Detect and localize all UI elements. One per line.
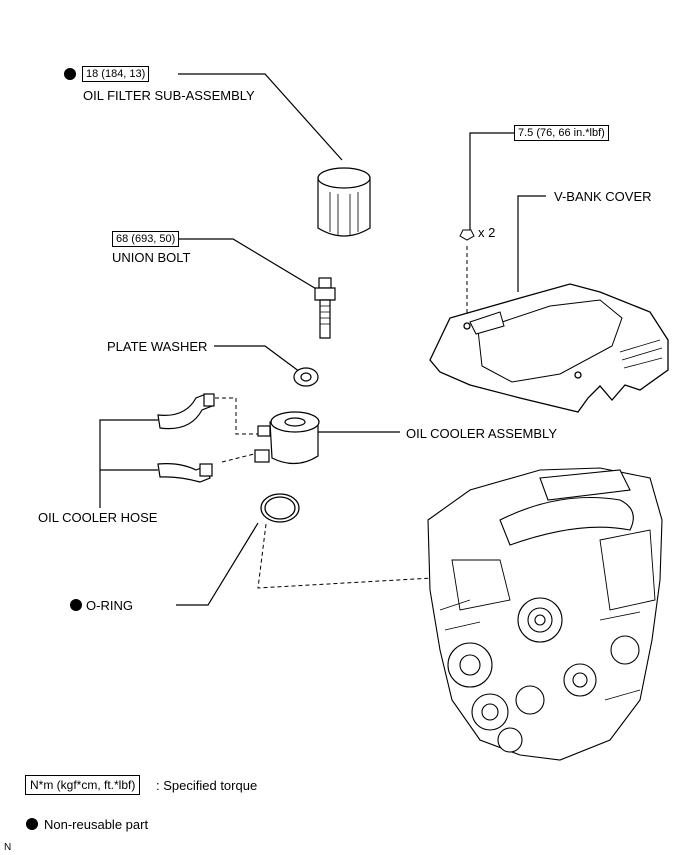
leader-oil-cooler-hose <box>99 419 158 471</box>
plate-washer-illustration <box>293 367 319 387</box>
label-oil-cooler-hose: OIL COOLER HOSE <box>38 510 158 525</box>
leader-oil-filter <box>178 73 343 161</box>
union-bolt-illustration <box>314 277 336 339</box>
non-reusable-mark <box>70 599 82 611</box>
legend-torque-text: : Specified torque <box>156 778 258 793</box>
engine-illustration <box>427 467 663 761</box>
leader-v-bank-cover <box>517 195 546 292</box>
corner-mark: N <box>4 842 12 853</box>
non-reusable-mark <box>64 68 76 80</box>
oil-filter-illustration <box>317 167 371 237</box>
leader-plate-washer <box>214 345 301 373</box>
torque-box-oil-filter: 18 (184, 13) <box>82 66 150 82</box>
oil-cooler-illustration <box>254 411 320 465</box>
label-o-ring: O-RING <box>86 598 133 613</box>
quantity-label: x 2 <box>478 225 496 240</box>
v-bank-cover-illustration <box>429 283 669 413</box>
label-v-bank-cover: V-BANK COVER <box>554 189 652 204</box>
nut-illustration <box>459 229 475 241</box>
torque-box-v-bank-nut: 7.5 (76, 66 in.*lbf) <box>514 125 609 141</box>
label-oil-filter: OIL FILTER SUB-ASSEMBLY <box>83 88 255 103</box>
oil-cooler-hose-illustration <box>157 393 215 483</box>
torque-box-union-bolt: 68 (693, 50) <box>112 231 180 247</box>
leader-union-bolt <box>158 238 319 291</box>
leader-o-ring <box>176 522 259 606</box>
label-union-bolt: UNION BOLT <box>112 250 191 265</box>
label-plate-washer: PLATE WASHER <box>107 339 208 354</box>
legend-non-reusable-text: Non-reusable part <box>44 817 149 832</box>
leader-v-bank-nut <box>469 132 514 230</box>
legend-torque-box: N*m (kgf*cm, ft.*lbf) <box>25 775 141 795</box>
label-oil-cooler: OIL COOLER ASSEMBLY <box>406 426 557 441</box>
o-ring-illustration <box>260 493 300 523</box>
legend-non-reusable-mark <box>26 818 38 830</box>
